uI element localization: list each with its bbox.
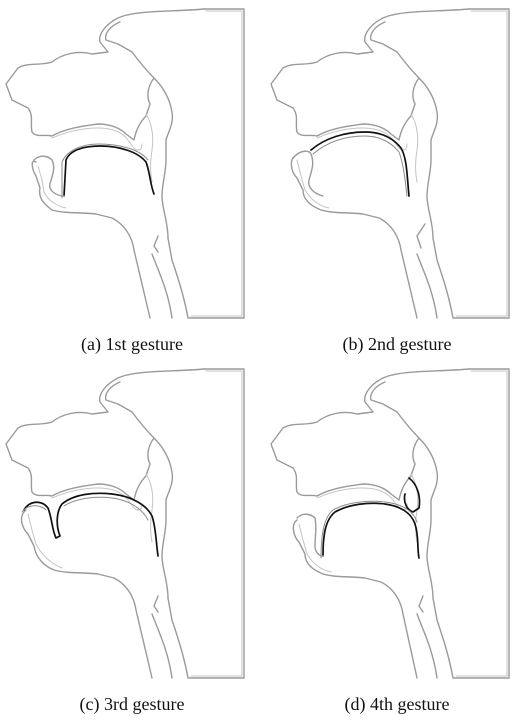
head-back-outline-inner bbox=[191, 371, 242, 676]
caption-1st-gesture: (a) 1st gesture bbox=[0, 333, 264, 355]
nasal-outline bbox=[271, 369, 469, 500]
panel-2nd-gesture: (b) 2nd gesture bbox=[265, 0, 529, 360]
palate-outline bbox=[317, 488, 407, 510]
lower-lip-contour bbox=[297, 514, 323, 556]
pharynx-outline-inner bbox=[411, 114, 418, 182]
panel-3rd-gesture: (c) 3rd gesture bbox=[0, 360, 264, 720]
nasal-outline bbox=[6, 9, 204, 140]
head-back-outline bbox=[454, 9, 509, 318]
larynx-outline bbox=[417, 596, 437, 678]
caption-2nd-gesture: (b) 2nd gesture bbox=[265, 333, 529, 355]
lip-jaw-outline bbox=[291, 156, 417, 318]
vocal-tract-diagram-2nd-gesture bbox=[265, 0, 529, 325]
palate-outline bbox=[52, 488, 142, 510]
lip-jaw-outline bbox=[293, 520, 417, 678]
panel-1st-gesture: (a) 1st gesture bbox=[0, 0, 264, 360]
tongue-contour-shadow bbox=[62, 144, 148, 198]
panel-4th-gesture: (d) 4th gesture bbox=[265, 360, 529, 720]
tongue-contour-highlight bbox=[311, 132, 409, 196]
caption-3rd-gesture: (c) 3rd gesture bbox=[0, 693, 264, 715]
larynx-outline bbox=[417, 224, 437, 318]
lip-jaw-outline bbox=[22, 510, 152, 678]
tongue-contour-highlight bbox=[323, 503, 419, 558]
larynx-outline bbox=[152, 236, 172, 318]
vocal-tract-diagram-4th-gesture bbox=[265, 360, 529, 685]
head-back-outline-inner bbox=[191, 11, 242, 316]
pharynx-outline bbox=[154, 78, 188, 318]
head-back-outline bbox=[189, 369, 244, 678]
vocal-tract-diagram-3rd-gesture bbox=[0, 360, 264, 685]
vocal-tract-diagram-1st-gesture bbox=[0, 0, 264, 325]
head-back-outline bbox=[454, 369, 509, 678]
head-back-outline-inner bbox=[456, 371, 507, 676]
nasal-outline bbox=[271, 9, 469, 140]
caption-4th-gesture: (d) 4th gesture bbox=[265, 693, 529, 715]
tongue-contour-shadow bbox=[313, 136, 407, 196]
pharynx-outline bbox=[419, 438, 453, 678]
nasal-outline bbox=[6, 369, 204, 500]
lower-lip-contour bbox=[34, 156, 64, 196]
head-back-outline bbox=[189, 9, 244, 318]
lower-lip-contour bbox=[295, 151, 323, 196]
pharynx-outline bbox=[154, 438, 188, 678]
head-back-outline-inner bbox=[456, 11, 507, 316]
larynx-outline bbox=[152, 596, 172, 678]
tongue-contour-highlight bbox=[24, 493, 158, 556]
pharynx-outline bbox=[419, 78, 453, 318]
